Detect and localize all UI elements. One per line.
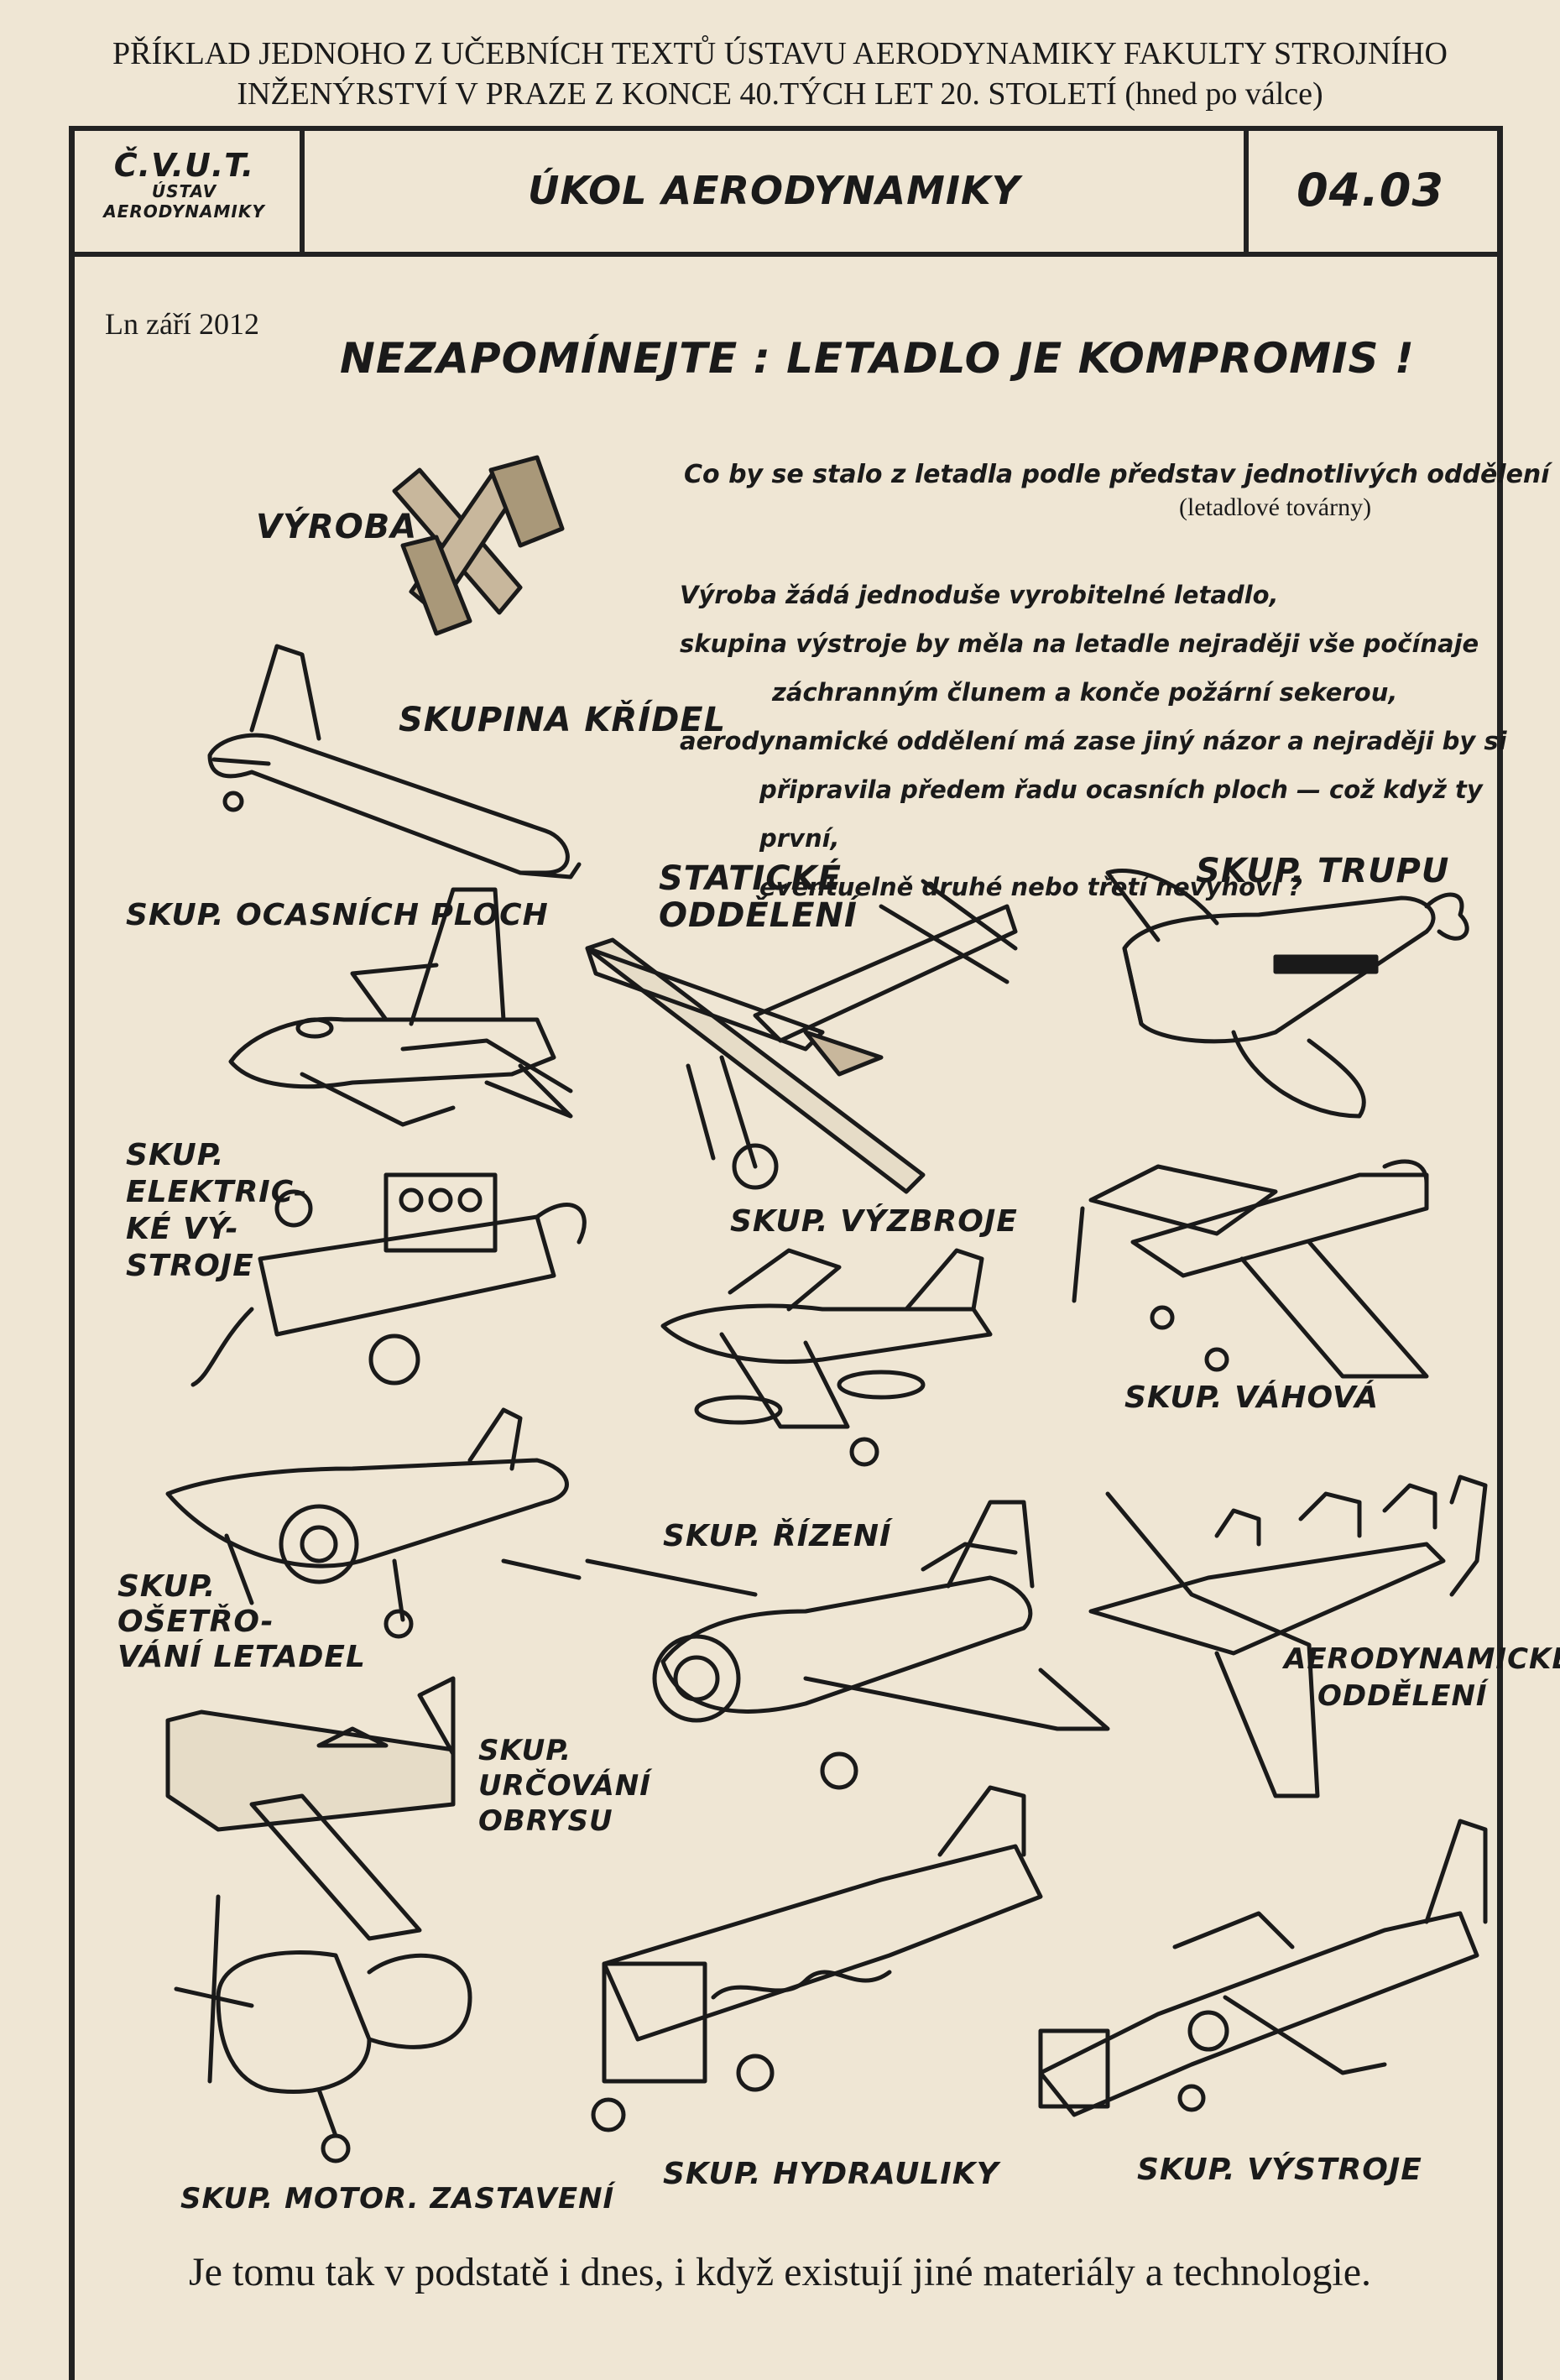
label-osetr-1: SKUP. [117,1569,217,1604]
title-block: Č.V.U.T. ÚSTAV AERODYNAMIKY ÚKOL AERODYN… [69,126,1497,257]
paragraph-line: Výroba žádá jednoduše vyrobitelné letadl… [680,581,1279,609]
label-vystroje: SKUP. VÝSTROJE [1137,2153,1422,2187]
label-elektr: SKUP. ELEKTRIC- KÉ VÝ- STROJE [126,1137,307,1285]
footer-note: Je tomu tak v podstatě i dnes, i když ex… [189,2250,1371,2294]
label-elektr-2: ELEKTRIC- [126,1175,308,1209]
drawing-kridel [207,644,582,879]
headline: NEZAPOMÍNEJTE : LETADLO JE KOMPROMIS ! [340,334,1415,383]
label-motor: SKUP. MOTOR. ZASTAVENÍ [180,2182,615,2216]
drawing-rizeni [585,1500,1110,1790]
label-staticke-1: STATICKÉ [659,859,842,898]
label-kridel: SKUPINA KŘÍDEL [399,701,727,739]
drawing-trupu [1105,869,1469,1119]
drawing-hydrauliky [591,1785,1043,2132]
paragraph-line: eventuelně druhé nebo třetí nevyhoví ? [759,873,1302,901]
sheet-number: 04.03 [1297,164,1444,217]
paragraph-line: skupina výstroje by měla na letadle nejr… [680,629,1479,658]
drawing-ocasni [228,887,573,1127]
label-ocasnich: SKUP. OCASNÍCH PLOCH [126,898,549,932]
label-obrys-3: OBRYSU [478,1804,613,1838]
intro-line-2-note: (letadlové továrny) [1179,493,1372,521]
date-note: Ln září 2012 [105,307,259,341]
page-header: PŘÍKLAD JEDNOHO Z UČEBNÍCH TEXTŮ ÚSTAVU … [0,34,1560,114]
drawing-elektr [190,1172,587,1387]
label-osetr-2: OŠETŘO- [117,1605,274,1639]
label-elektr-4: STROJE [126,1249,254,1283]
drawing-vahova [1072,1159,1429,1379]
drawing-vystroje [1038,1819,1488,2117]
label-elektr-1: SKUP. [126,1138,225,1172]
label-aero: AERODYNAMICKÉ ODDĚLENÍ [1284,1641,1560,1715]
label-osetr: SKUP. OŠETŘO- VÁNÍ LETADEL [117,1569,366,1675]
drawing-staticke [585,879,1018,1194]
label-vyzbroje: SKUP. VÝZBROJE [730,1204,1018,1239]
institution-line-3: AERODYNAMIKY [103,201,265,222]
institution-line-1: Č.V.U.T. [113,147,255,184]
label-rizeni: SKUP. ŘÍZENÍ [663,1519,892,1553]
label-obrys: SKUP. URČOVÁNÍ OBRYSU [478,1733,651,1839]
paragraph-line: připravila předem řadu ocasních ploch — … [759,775,1483,853]
label-staticke: STATICKÉ ODDĚLENÍ [659,860,858,934]
drawing-motor [174,1894,472,2163]
institution-label: Č.V.U.T. ÚSTAV AERODYNAMIKY [69,149,300,222]
label-obrys-2: URČOVÁNÍ [478,1769,651,1803]
sheet-title: ÚKOL AERODYNAMIKY [528,168,1020,213]
intro-paragraph: Výroba žádá jednoduše vyrobitelné letadl… [680,571,1560,911]
header-line-1: PŘÍKLAD JEDNOHO Z UČEBNÍCH TEXTŮ ÚSTAVU … [112,36,1448,71]
label-trupu: SKUP. TRUPU [1196,852,1450,890]
label-osetr-3: VÁNÍ LETADEL [117,1640,366,1674]
label-vyroba: VÝROBA [256,508,418,546]
label-obrys-1: SKUP. [478,1734,572,1767]
drawing-obrys [165,1676,456,1941]
document-frame [69,126,1503,2380]
header-line-2: INŽENÝRSTVÍ V PRAZE Z KONCE 40.TÝCH LET … [237,76,1323,112]
label-vahova: SKUP. VÁHOVÁ [1124,1381,1380,1415]
drawing-aero [1088,1474,1488,1798]
label-aero-1: AERODYNAMICKÉ [1284,1642,1560,1676]
label-hydrauliky: SKUP. HYDRAULIKY [663,2157,999,2191]
paragraph-line: záchranným člunem a konče požární sekero… [772,678,1398,707]
drawing-osetr [165,1407,582,1639]
label-elektr-3: KÉ VÝ- [126,1212,239,1246]
label-staticke-2: ODDĚLENÍ [659,896,858,935]
institution-line-2: ÚSTAV [151,181,217,201]
drawing-vyroba [392,455,565,636]
paragraph-line: aerodynamické oddělení má zase jiný názo… [680,727,1507,755]
label-aero-2: ODDĚLENÍ [1317,1679,1488,1713]
intro-line-1: Co by se stalo z letadla podle představ … [684,460,1550,489]
drawing-vyzbroje [660,1248,993,1467]
